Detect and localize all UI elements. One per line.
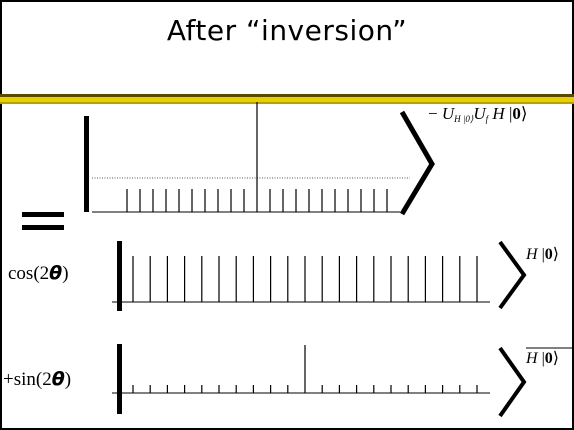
- row2-ket-zero: 0: [544, 246, 553, 263]
- row2-coefficient: cos(2θ): [8, 262, 69, 285]
- row1-minus: −: [428, 104, 438, 123]
- row1-ket-zero: 0: [512, 104, 521, 123]
- row1-ket-open: |: [508, 104, 513, 123]
- row3-coef-open: (2: [35, 369, 52, 390]
- row3-ket-angle: [498, 346, 527, 418]
- row2-ket: [112, 240, 527, 311]
- row2-coef-open: (2: [33, 263, 50, 284]
- row2-ket-angle: [498, 240, 527, 310]
- row1-U2: U: [473, 104, 486, 123]
- row2-coef-theta: θ: [49, 262, 63, 284]
- row3-coef-sign: +: [3, 369, 14, 390]
- row2-ket-open: |: [541, 246, 545, 263]
- row2-ket-close: ⟩: [552, 246, 560, 263]
- row1-ket-angle: [399, 110, 435, 216]
- row1-ket: [84, 102, 435, 216]
- row3-coef-close: ): [64, 369, 72, 390]
- row2-ket-label: H |0⟩: [526, 244, 559, 264]
- row2-ket-left-bar: [117, 241, 122, 311]
- row1-ket-left-bar: [84, 116, 89, 212]
- row1-amplitude-lines: [126, 102, 388, 212]
- row3-ket: [112, 344, 572, 418]
- row2-H: H: [526, 246, 538, 263]
- row3-coef-func: sin: [13, 369, 36, 390]
- row3-amplitude-lines: [132, 345, 478, 393]
- row3-coef-theta: θ: [51, 368, 65, 390]
- row3-ket-zero: 0: [544, 350, 553, 367]
- row2-coef-func: cos: [8, 263, 34, 284]
- row2-coef-close: ): [62, 263, 69, 284]
- row3-ket-close: ⟩: [552, 350, 560, 367]
- equals-sign: [22, 212, 64, 230]
- row1-ket-close: ⟩: [520, 104, 528, 123]
- title-separator-bar: [0, 94, 574, 104]
- row1-U2-sub: f: [485, 114, 489, 124]
- row2-amplitude-lines: [132, 256, 478, 302]
- row3-coefficient: +sin(2θ): [3, 368, 71, 391]
- row1-U: U: [441, 104, 455, 123]
- row3-ket-open: |: [541, 350, 545, 367]
- row3-ket-label: H |0⟩: [526, 348, 559, 368]
- row3-ket-left-bar: [117, 344, 122, 414]
- row1-H: H: [492, 104, 505, 123]
- row3-H: H: [526, 350, 538, 367]
- row1-ket-label: − UH |0⟩Uf H |0⟩: [428, 104, 528, 125]
- slide-title: After “inversion”: [166, 14, 408, 47]
- row1-U-sub: H |0⟩: [454, 114, 474, 124]
